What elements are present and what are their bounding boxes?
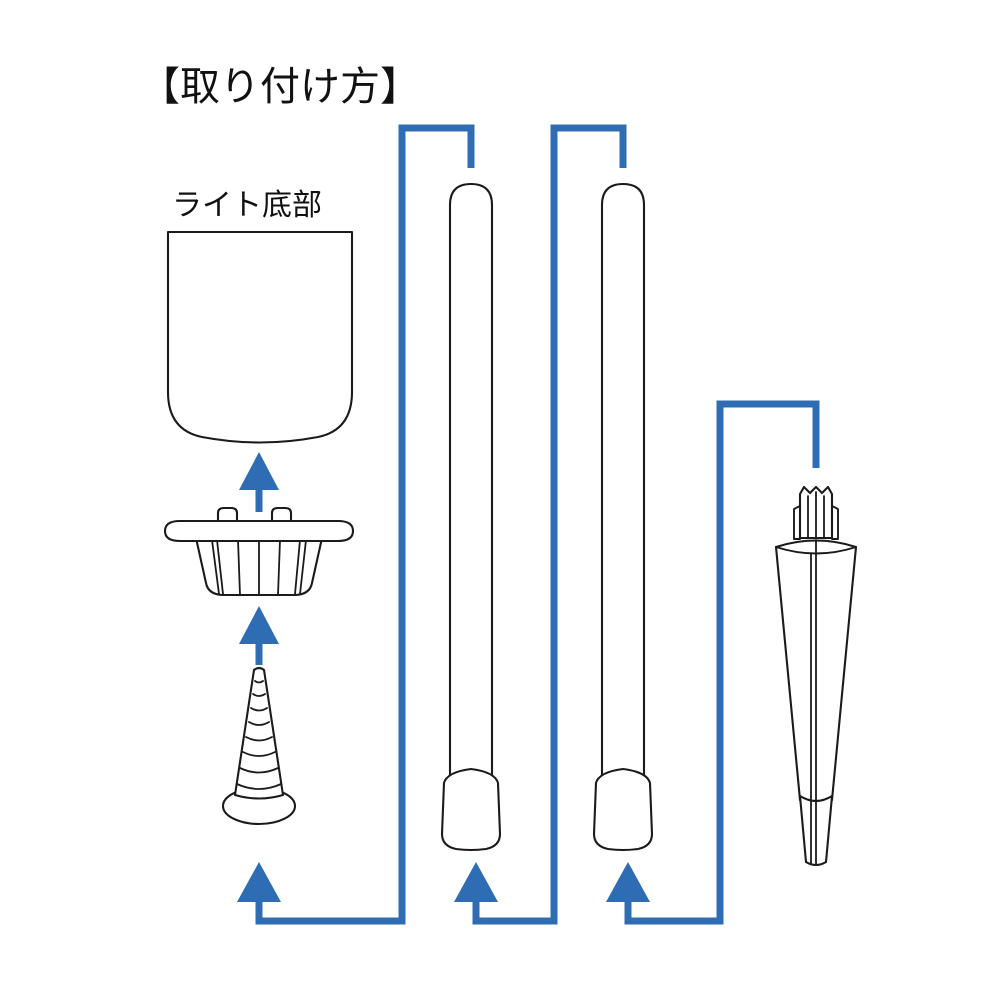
flow-arrow-cone-to-adapter (239, 606, 279, 665)
part-light-base (166, 230, 354, 444)
part-extension-pole-1 (440, 182, 502, 852)
page-title: 【取り付け方】 (140, 64, 420, 110)
part-ribbed-adapter (163, 506, 355, 597)
part-ground-stake (774, 485, 858, 867)
flow-connector-pole2-to-pole1 (454, 124, 627, 925)
flow-connector-stake-to-pole2 (606, 400, 820, 925)
flow-arrow-adapter-to-base (239, 452, 279, 512)
flow-connector-pole1-to-cone (237, 124, 475, 925)
label-light-base: ライト底部 (172, 188, 322, 223)
part-extension-pole-2 (592, 182, 654, 852)
part-threaded-cone-spike (221, 666, 297, 826)
